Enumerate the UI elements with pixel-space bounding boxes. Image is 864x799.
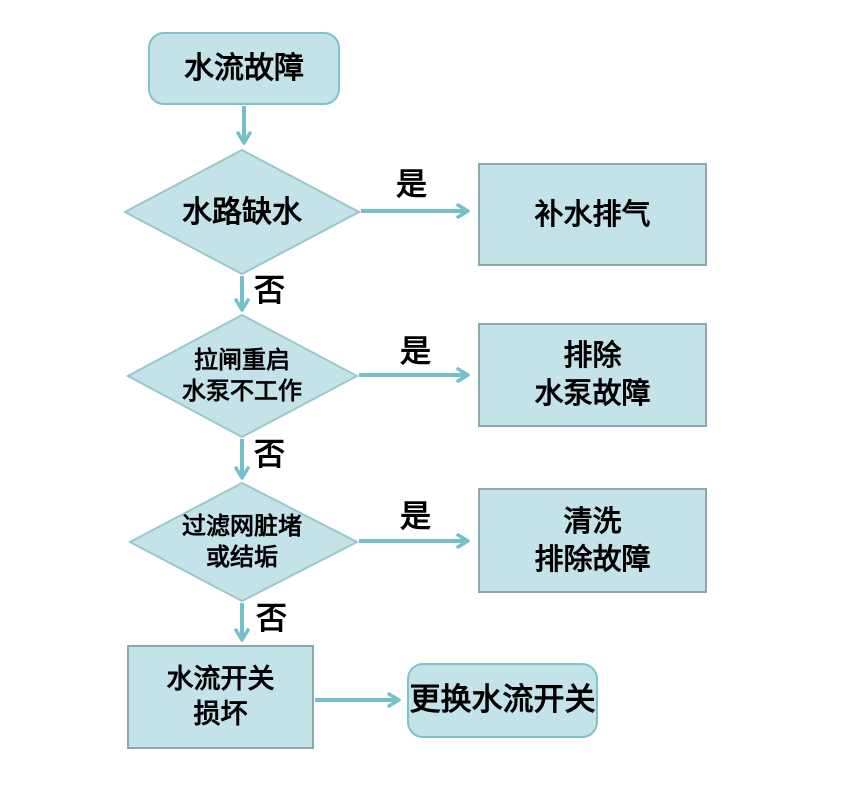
end-node-label: 更换水流开关 xyxy=(409,682,596,719)
result-box-1: 补水排气 xyxy=(478,163,707,266)
decision-diamond-2 xyxy=(125,313,360,439)
decision1-line1: 水路缺水 xyxy=(182,194,302,230)
result-box-3: 清洗 排除故障 xyxy=(478,488,707,593)
no-label-3: 否 xyxy=(256,601,287,637)
final-cause-box: 水流开关 损坏 xyxy=(127,645,314,749)
final-cause-line2: 损坏 xyxy=(193,699,248,730)
decision1-label: 水路缺水 xyxy=(122,150,362,274)
decision2-label: 拉闸重启 水泵不工作 xyxy=(122,315,362,437)
start-node: 水流故障 xyxy=(148,32,340,105)
final-cause-line1: 水流开关 xyxy=(166,663,275,695)
yes-label-2: 是 xyxy=(400,334,431,370)
decision3-label: 过滤网脏堵 或结垢 xyxy=(122,483,362,601)
result1-line1: 补水排气 xyxy=(534,196,651,231)
result2-line1: 排除 xyxy=(563,338,622,373)
decision3-line2: 或结垢 xyxy=(206,543,278,571)
yes-label-1: 是 xyxy=(396,167,427,203)
no-label-1: 否 xyxy=(254,273,285,309)
decision2-line1: 拉闸重启 xyxy=(194,345,290,374)
result2-line2: 水泵故障 xyxy=(534,376,651,410)
decision-diamond-1 xyxy=(122,148,362,276)
decision-diamond-3 xyxy=(127,481,360,603)
yes-label-3: 是 xyxy=(400,499,431,535)
result3-line2: 排除故障 xyxy=(534,541,651,576)
start-node-label: 水流故障 xyxy=(184,51,304,86)
end-node: 更换水流开关 xyxy=(407,663,598,738)
decision2-line2: 水泵不工作 xyxy=(182,377,302,405)
no-label-2: 否 xyxy=(254,437,285,473)
result-box-2: 排除 水泵故障 xyxy=(478,323,707,427)
result3-line1: 清洗 xyxy=(563,503,622,538)
decision3-line1: 过滤网脏堵 xyxy=(182,511,302,540)
